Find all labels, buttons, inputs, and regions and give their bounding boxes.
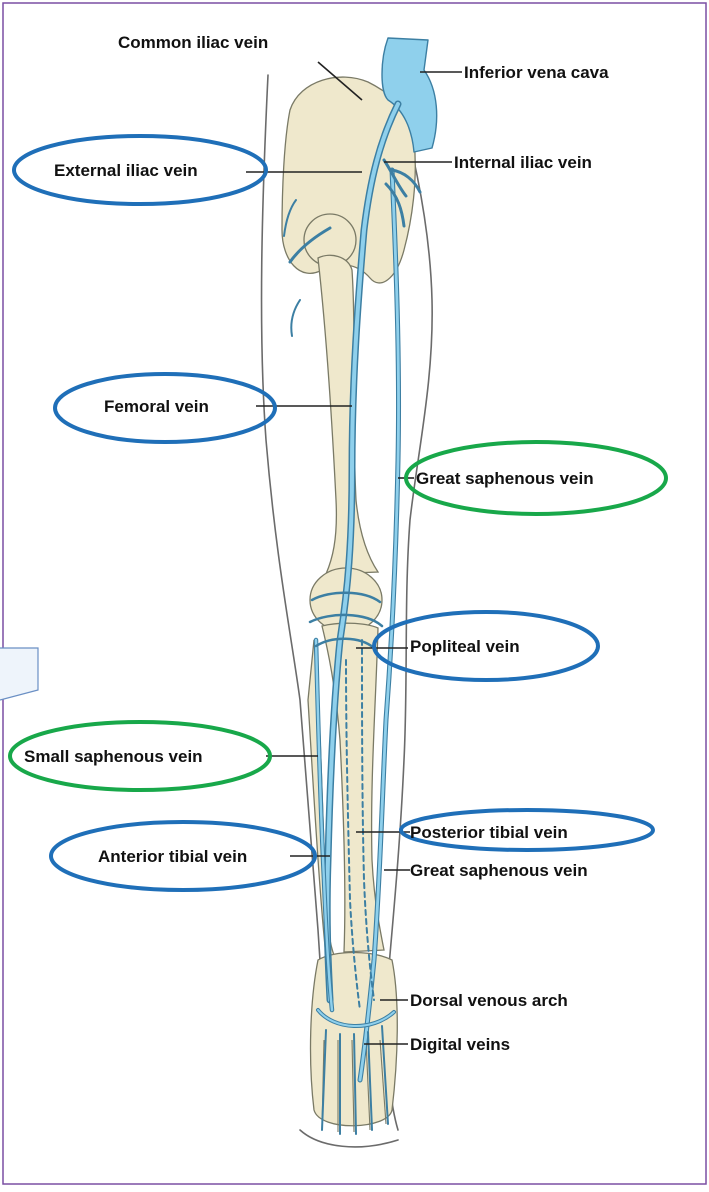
label-digital-veins: Digital veins <box>410 1035 510 1054</box>
label-great-saphenous-vein-lower: Great saphenous vein <box>410 861 588 880</box>
label-femoral-vein: Femoral vein <box>104 397 209 416</box>
label-external-iliac-vein: External iliac vein <box>54 161 198 180</box>
label-anterior-tibial-vein: Anterior tibial vein <box>98 847 247 866</box>
label-dorsal-venous-arch: Dorsal venous arch <box>410 991 568 1010</box>
label-common-iliac-vein: Common iliac vein <box>118 33 268 52</box>
callout-tab <box>0 648 38 700</box>
label-small-saphenous-vein: Small saphenous vein <box>24 747 203 766</box>
label-popliteal-vein: Popliteal vein <box>410 637 520 656</box>
label-inferior-vena-cava: Inferior vena cava <box>464 63 609 82</box>
label-internal-iliac-vein: Internal iliac vein <box>454 153 592 172</box>
label-posterior-tibial-vein: Posterior tibial vein <box>410 823 568 842</box>
label-great-saphenous-vein-upper: Great saphenous vein <box>416 469 594 488</box>
